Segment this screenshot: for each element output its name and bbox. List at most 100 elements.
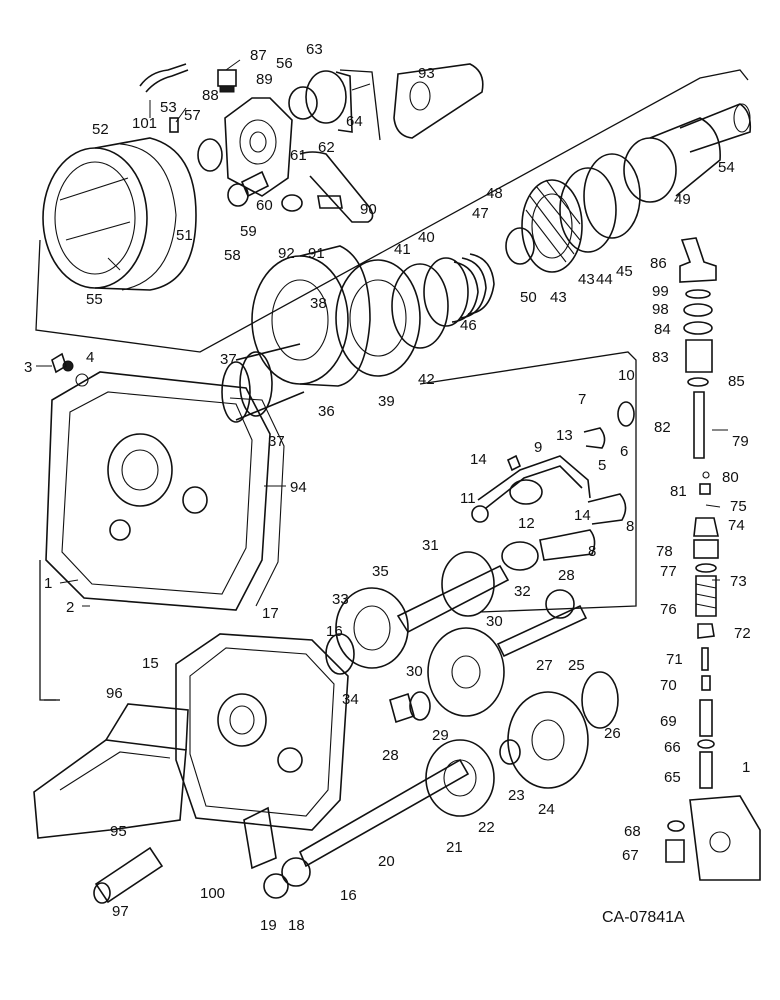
- callout-35: 35: [372, 563, 389, 580]
- callout-11: 11: [460, 490, 476, 507]
- plate-100: [243, 806, 277, 870]
- callout-28b: 28: [382, 747, 399, 764]
- callout-28: 28: [558, 567, 575, 584]
- shaft-20: [263, 739, 521, 899]
- callout-84: 84: [654, 321, 671, 338]
- callout-15: 15: [142, 655, 159, 672]
- callout-78: 78: [656, 543, 673, 560]
- callout-1b: 1: [742, 759, 750, 776]
- callout-8b: 8: [626, 518, 634, 535]
- clutch-pack: [221, 103, 752, 423]
- callout-73: 73: [730, 573, 747, 590]
- callout-16: 16: [326, 623, 343, 640]
- callout-47: 47: [472, 205, 489, 222]
- bell-housing-52: [42, 137, 197, 291]
- callout-98: 98: [652, 301, 669, 318]
- callout-20: 20: [378, 853, 395, 870]
- callout-12: 12: [518, 515, 535, 532]
- callout-10: 10: [618, 367, 635, 384]
- callout-3: 3: [24, 359, 32, 376]
- callout-44: 44: [596, 271, 613, 288]
- callout-9: 9: [534, 439, 542, 456]
- callout-61: 61: [290, 147, 307, 164]
- callout-96: 96: [106, 685, 123, 702]
- callout-7: 7: [578, 391, 586, 408]
- callout-50: 50: [520, 289, 537, 306]
- transmission-case-1: [45, 352, 271, 611]
- housing-17: [175, 633, 349, 831]
- callout-21: 21: [446, 839, 463, 856]
- callout-32: 32: [514, 583, 531, 600]
- callout-63: 63: [306, 41, 323, 58]
- callout-16b: 16: [340, 887, 357, 904]
- callout-5: 5: [598, 457, 606, 474]
- shaft-31: [396, 541, 539, 634]
- callout-45: 45: [616, 263, 633, 280]
- callout-14: 14: [470, 451, 487, 468]
- callout-40: 40: [418, 229, 435, 246]
- callout-89: 89: [256, 71, 273, 88]
- callout-71: 71: [666, 651, 683, 668]
- callout-8: 8: [588, 543, 596, 560]
- callout-80: 80: [722, 469, 739, 486]
- callout-60: 60: [256, 197, 273, 214]
- callout-91: 91: [308, 245, 325, 262]
- callout-18: 18: [288, 917, 305, 934]
- gear-29: [389, 589, 588, 724]
- callout-19: 19: [260, 917, 277, 934]
- callout-68: 68: [624, 823, 641, 840]
- callout-90: 90: [360, 201, 377, 218]
- callout-55: 55: [86, 291, 103, 308]
- callout-85: 85: [728, 373, 745, 390]
- callout-41: 41: [394, 241, 411, 258]
- callout-38: 38: [310, 295, 327, 312]
- callout-94: 94: [290, 479, 307, 496]
- callout-54: 54: [718, 159, 735, 176]
- callout-79: 79: [732, 433, 749, 450]
- cover-96-95: [33, 703, 189, 839]
- figure-code: CA-07841A: [602, 909, 685, 926]
- tube-97: [93, 846, 164, 904]
- callout-2: 2: [66, 599, 74, 616]
- callout-87: 87: [250, 47, 267, 64]
- callout-69: 69: [660, 713, 677, 730]
- callout-82: 82: [654, 419, 671, 436]
- callout-65: 65: [664, 769, 681, 786]
- callout-1: 1: [44, 575, 52, 592]
- callout-56: 56: [276, 55, 293, 72]
- callout-4: 4: [86, 349, 94, 366]
- callout-33: 33: [332, 591, 349, 608]
- callout-101: 101: [132, 115, 157, 132]
- callout-75: 75: [730, 498, 747, 515]
- callout-86: 86: [650, 255, 667, 272]
- callout-29: 29: [432, 727, 449, 744]
- callout-13: 13: [556, 427, 573, 444]
- callout-74: 74: [728, 517, 745, 534]
- clutch-group-frame: [35, 69, 749, 353]
- callout-43: 43: [550, 289, 567, 306]
- callout-52: 52: [92, 121, 109, 138]
- callout-88: 88: [202, 87, 219, 104]
- callout-17: 17: [262, 605, 279, 622]
- leader-lines: [36, 59, 728, 607]
- valve-group-frame: [39, 351, 637, 701]
- callout-64: 64: [346, 113, 363, 130]
- callout-70: 70: [660, 677, 677, 694]
- callout-93: 93: [418, 65, 435, 82]
- callout-37: 37: [220, 351, 237, 368]
- callout-26: 26: [604, 725, 621, 742]
- callout-81: 81: [670, 483, 687, 500]
- callout-24: 24: [538, 801, 555, 818]
- callout-27: 27: [536, 657, 553, 674]
- gear-24: [507, 671, 619, 789]
- callout-49: 49: [674, 191, 691, 208]
- callout-42: 42: [418, 371, 435, 388]
- callout-59: 59: [240, 223, 257, 240]
- gasket-94: [229, 397, 285, 607]
- callout-99: 99: [652, 283, 669, 300]
- callout-48: 48: [486, 185, 503, 202]
- callout-39: 39: [378, 393, 395, 410]
- callout-97: 97: [112, 903, 129, 920]
- callout-14b: 14: [574, 507, 591, 524]
